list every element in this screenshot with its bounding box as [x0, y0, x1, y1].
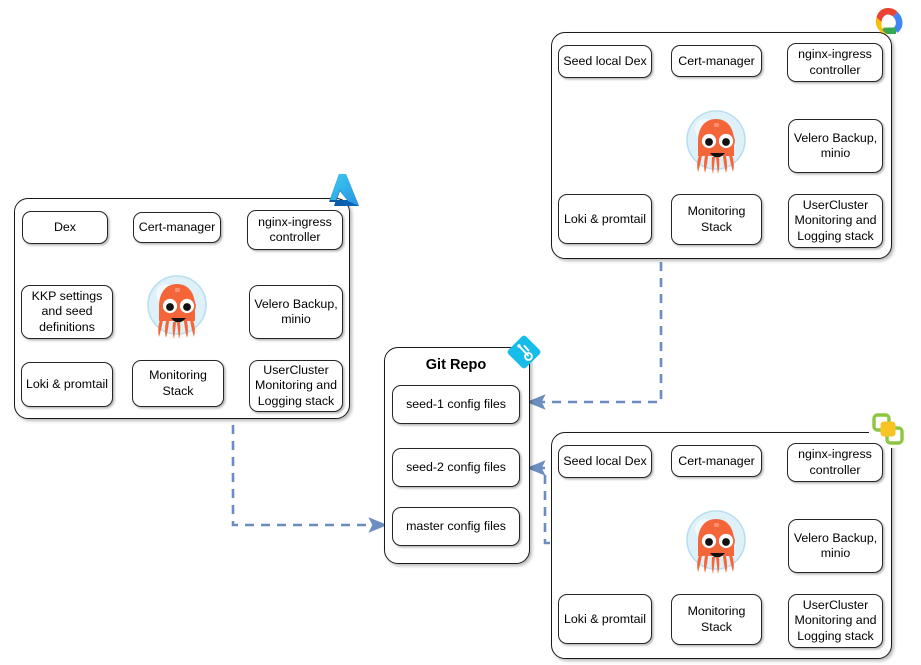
node-gcp-usercluster-monitoring[interactable]: UserCluster Monitoring and Logging stack: [788, 194, 883, 248]
octopus-mascot-gcp: [684, 106, 748, 186]
node-azure-loki[interactable]: Loki & promtail: [21, 362, 113, 407]
node-gcp-seed-local-dex[interactable]: Seed local Dex: [558, 45, 652, 78]
node-label-line2: controller: [269, 230, 321, 244]
node-label: Loki & promtail: [564, 211, 646, 226]
node-label-line1: Monitoring: [687, 604, 746, 619]
node-label-line3: Logging stack: [797, 628, 874, 643]
node-label-line2: Stack: [701, 619, 732, 634]
octopus-mascot-azure: [145, 271, 209, 351]
node-gcp-monitoring-stack[interactable]: Monitoring Stack: [671, 194, 762, 245]
node-label: Dex: [53, 220, 77, 235]
node-label-line2: Monitoring and: [794, 613, 877, 628]
git-icon: [506, 334, 542, 370]
git-item-label: seed-1 config files: [406, 397, 506, 412]
azure-icon: [322, 169, 366, 209]
node-label-line3: definitions: [39, 319, 95, 334]
node-label: Seed local Dex: [563, 454, 647, 469]
node-label: Cert-manager: [678, 453, 755, 468]
node-label-line1: KKP settings: [31, 289, 103, 304]
node-label-line3: Logging stack: [797, 228, 874, 243]
node-label-line1: UserCluster: [802, 198, 869, 213]
node-label-line2: controller: [809, 462, 861, 477]
node-label-line1: UserCluster: [802, 598, 869, 613]
node-gcp-nginx-ingress[interactable]: nginx-ingress controller: [787, 43, 883, 82]
node-label-line1: nginx-ingress: [798, 447, 872, 462]
node-gcp-loki[interactable]: Loki & promtail: [558, 194, 652, 244]
node-label-line3: Logging stack: [257, 393, 335, 408]
node-azure-dex[interactable]: Dex: [22, 211, 108, 244]
octopus-mascot-vsphere: [684, 506, 748, 586]
vsphere-icon: [868, 409, 908, 449]
node-azure-monitoring-stack[interactable]: Monitoring Stack: [132, 360, 224, 407]
node-label-line1: Monitoring: [687, 204, 746, 219]
flow-azure-to-master: [203, 325, 388, 533]
node-label-line1: Velero Backup,: [793, 130, 878, 145]
node-label-line1: nginx-ingress: [798, 47, 872, 62]
git-item-master[interactable]: master config files: [392, 507, 520, 546]
node-label-line1: Velero Backup,: [793, 530, 878, 545]
node-label-line2: Stack: [701, 219, 732, 234]
node-vsphere-monitoring-stack[interactable]: Monitoring Stack: [671, 594, 762, 645]
node-label-line2: Stack: [162, 383, 194, 398]
node-label-line1: UserCluster: [263, 363, 329, 378]
node-azure-usercluster-monitoring[interactable]: UserCluster Monitoring and Logging stack: [249, 360, 343, 412]
node-vsphere-nginx-ingress[interactable]: nginx-ingress controller: [787, 443, 883, 482]
node-label-line2: minio: [820, 546, 851, 560]
node-gcp-cert-manager[interactable]: Cert-manager: [671, 45, 762, 77]
node-vsphere-velero[interactable]: Velero Backup, minio: [788, 519, 883, 573]
git-item-seed-2[interactable]: seed-2 config files: [392, 448, 520, 487]
node-gcp-velero[interactable]: Velero Backup, minio: [788, 119, 883, 173]
flow-vsphere-to-seed2: [526, 460, 694, 545]
node-label: Loki & promtail: [564, 611, 646, 626]
node-label-line2: controller: [809, 62, 861, 77]
node-label: Cert-manager: [678, 53, 755, 68]
node-azure-nginx-ingress[interactable]: nginx-ingress controller: [247, 210, 343, 250]
git-repo-title: Git Repo: [425, 357, 487, 373]
google-cloud-icon: [864, 2, 912, 42]
node-label-line2: minio: [281, 312, 311, 326]
node-label: Cert-manager: [138, 220, 216, 235]
node-label-line2: Monitoring and: [794, 213, 877, 228]
node-azure-cert-manager[interactable]: Cert-manager: [133, 212, 221, 243]
node-label: Seed local Dex: [563, 54, 647, 69]
node-label-line1: nginx-ingress: [258, 214, 332, 229]
node-label-line2: and seed: [41, 304, 93, 319]
node-label: Loki & promtail: [26, 377, 108, 392]
node-vsphere-seed-local-dex[interactable]: Seed local Dex: [558, 445, 652, 478]
node-label-line2: Monitoring and: [255, 378, 337, 393]
node-vsphere-loki[interactable]: Loki & promtail: [558, 594, 652, 644]
node-azure-kkp-settings[interactable]: KKP settings and seed definitions: [21, 285, 113, 339]
node-azure-velero[interactable]: Velero Backup, minio: [249, 285, 343, 339]
git-item-label: seed-2 config files: [406, 460, 506, 475]
node-label-line1: Velero Backup,: [254, 296, 338, 311]
git-item-label: master config files: [406, 519, 506, 534]
node-label-line2: minio: [820, 146, 851, 160]
node-vsphere-cert-manager[interactable]: Cert-manager: [671, 445, 762, 477]
node-label-line1: Monitoring: [149, 368, 207, 383]
node-vsphere-usercluster-monitoring[interactable]: UserCluster Monitoring and Logging stack: [788, 594, 883, 648]
git-item-seed-1[interactable]: seed-1 config files: [392, 385, 520, 424]
